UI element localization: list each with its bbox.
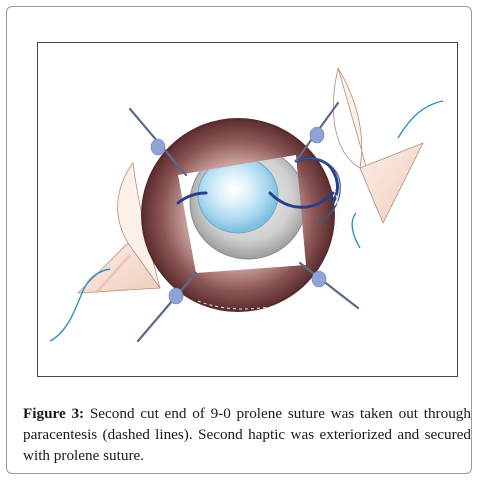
port-markers <box>150 126 327 305</box>
right-scleral-flap <box>333 67 424 224</box>
surgical-illustration <box>37 42 458 377</box>
eye-surgery-diagram <box>49 67 444 343</box>
thin-suture <box>295 157 341 222</box>
caption-text: Second cut end of 9-0 prolene suture was… <box>23 405 471 464</box>
left-scleral-flap <box>76 161 161 295</box>
paracentesis-dashed-lines <box>197 177 339 310</box>
external-suture-strands <box>49 100 444 342</box>
figure-frame: Figure 3: Second cut end of 9-0 prolene … <box>6 6 472 474</box>
figure-caption: Figure 3: Second cut end of 9-0 prolene … <box>23 403 471 466</box>
figure-label: Figure 3: <box>23 405 85 422</box>
